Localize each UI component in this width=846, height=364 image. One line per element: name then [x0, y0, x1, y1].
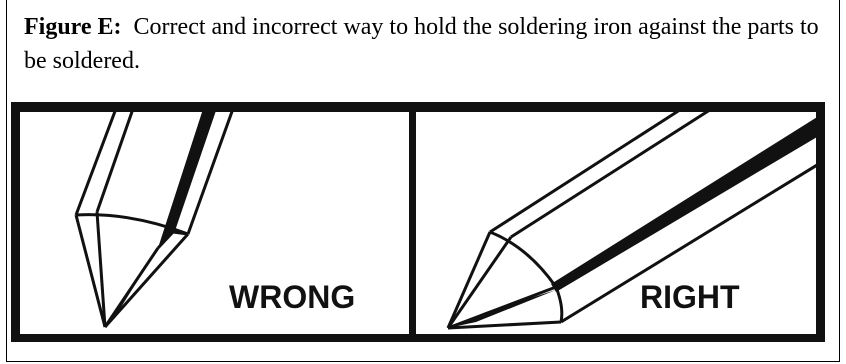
right-panel: RIGHT [416, 112, 816, 334]
figure-label: Figure E: [24, 14, 122, 40]
wrong-label: WRONG [229, 279, 355, 315]
right-panel-background [416, 112, 816, 334]
figure-caption: Figure E: Correct and incorrect way to h… [24, 10, 824, 78]
soldering-iron-tip-vertical-icon [74, 112, 234, 328]
soldering-iron-tip-angled-icon [446, 112, 816, 330]
wrong-panel-background [20, 112, 409, 334]
wrong-panel: WRONG [20, 112, 409, 334]
figure-caption-text: Correct and incorrect way to hold the so… [24, 14, 819, 74]
right-label: RIGHT [640, 279, 740, 315]
